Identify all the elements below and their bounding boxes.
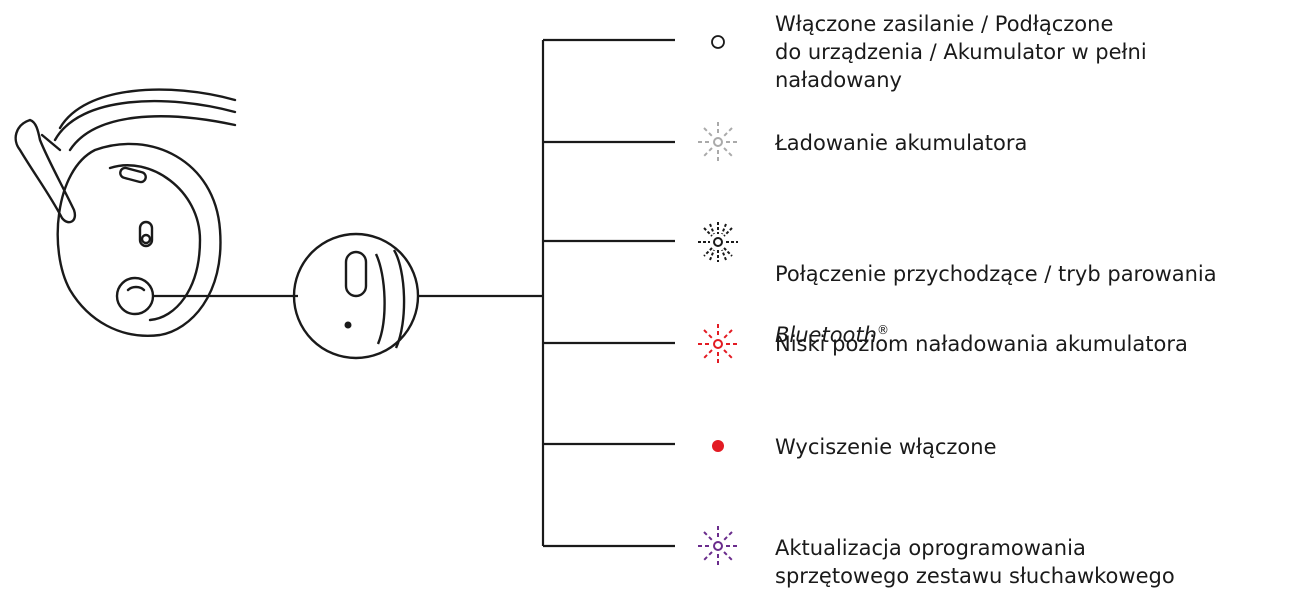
registered-mark: ® bbox=[876, 323, 889, 337]
legend-bracket bbox=[541, 38, 675, 548]
bluetooth-word: Bluetooth bbox=[775, 323, 877, 347]
hollow-circle-icon bbox=[711, 35, 725, 49]
label-bluetooth: Bluetooth® bbox=[775, 316, 1217, 349]
headset-illustration bbox=[14, 88, 237, 337]
red-flash-icon bbox=[698, 324, 738, 364]
zoom-circle bbox=[292, 232, 420, 360]
red-dot-icon bbox=[712, 440, 724, 452]
label-mute-on: Wyciszenie włączone bbox=[775, 435, 997, 459]
purple-flash-icon bbox=[698, 526, 738, 566]
label-incoming-pairing-line1: Połączenie przychodzące / tryb parowania bbox=[775, 262, 1217, 286]
label-low-battery: Niski poziom naładowania akumulatora bbox=[775, 332, 1188, 356]
grey-flash-icon bbox=[698, 122, 738, 162]
black-flash-icon bbox=[698, 222, 738, 262]
label-power-connected-full: Włączone zasilanie / Podłączone do urząd… bbox=[775, 12, 1147, 92]
label-charging: Ładowanie akumulatora bbox=[775, 131, 1028, 155]
label-incoming-pairing: Połączenie przychodzące / tryb parowania… bbox=[775, 232, 1217, 377]
label-firmware-update: Aktualizacja oprogramowania sprzętowego … bbox=[775, 536, 1175, 588]
